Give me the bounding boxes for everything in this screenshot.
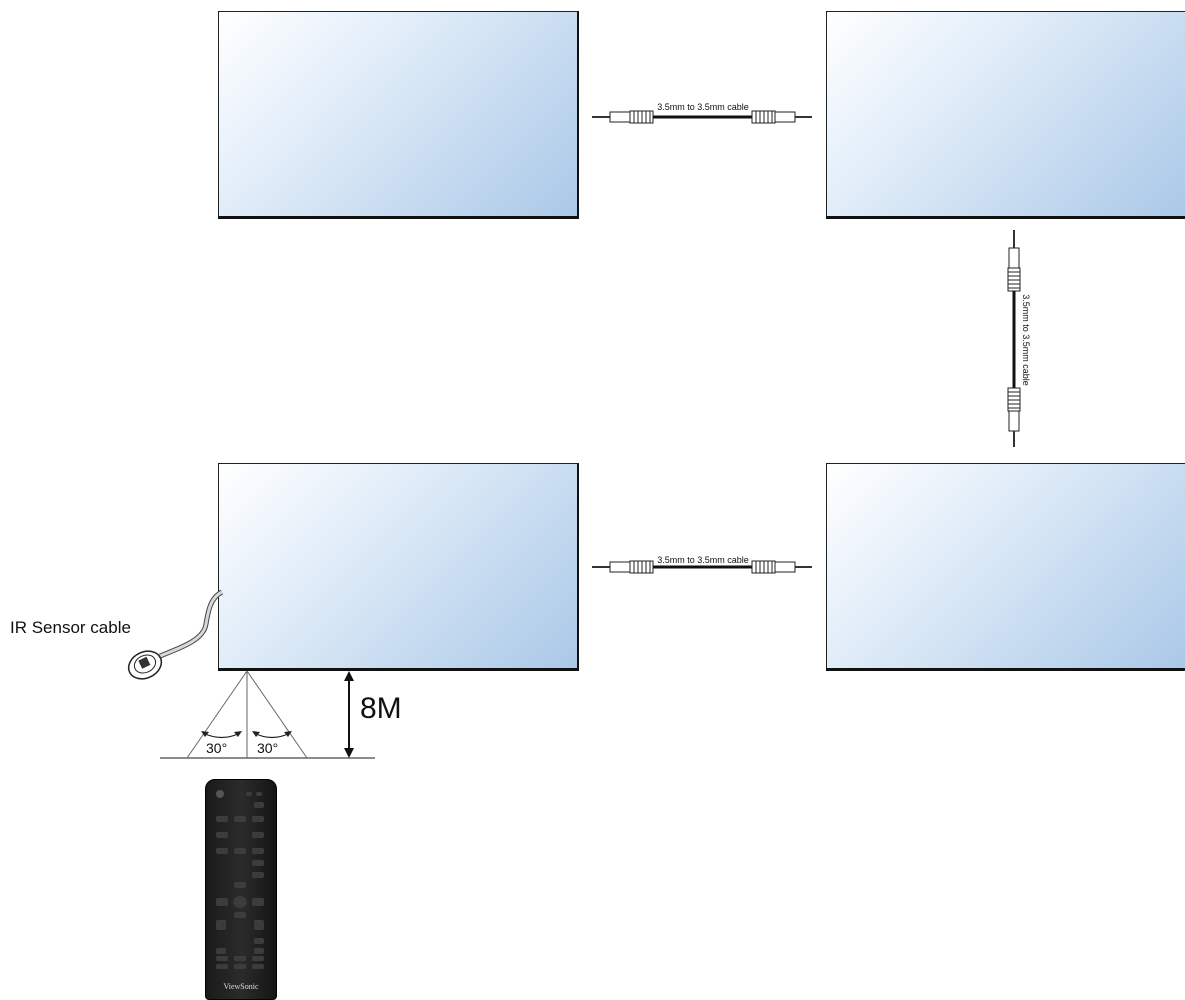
distance-label: 8M: [360, 692, 402, 725]
ir-sensor-label: IR Sensor cable: [10, 618, 131, 637]
display-top-left: [218, 11, 579, 219]
cable-top: 3.5mm to 3.5mm cable: [592, 102, 812, 124]
angle-right-label: 30°: [257, 740, 278, 756]
remote-brand: ViewSonic: [223, 982, 259, 991]
cable-right: 3.5mm to 3.5mm cable: [1007, 230, 1031, 447]
distance-indicator: 8M: [344, 671, 402, 758]
cable-top-label: 3.5mm to 3.5mm cable: [657, 102, 749, 112]
cable-right-label: 3.5mm to 3.5mm cable: [1021, 294, 1031, 386]
remote-control: ViewSonic: [205, 779, 277, 1000]
cable-bottom: 3.5mm to 3.5mm cable: [592, 555, 812, 574]
viewing-angle: 30° 30°: [160, 670, 375, 759]
display-bottom-right: [826, 463, 1185, 671]
display-bottom-left: [218, 463, 579, 671]
display-top-right: [826, 11, 1185, 219]
angle-left-label: 30°: [206, 740, 227, 756]
ir-sensor: IR Sensor cable: [10, 589, 224, 680]
ir-sensor-icon: [138, 656, 151, 669]
remote-buttons: [216, 788, 266, 969]
cable-bottom-label: 3.5mm to 3.5mm cable: [657, 555, 749, 565]
